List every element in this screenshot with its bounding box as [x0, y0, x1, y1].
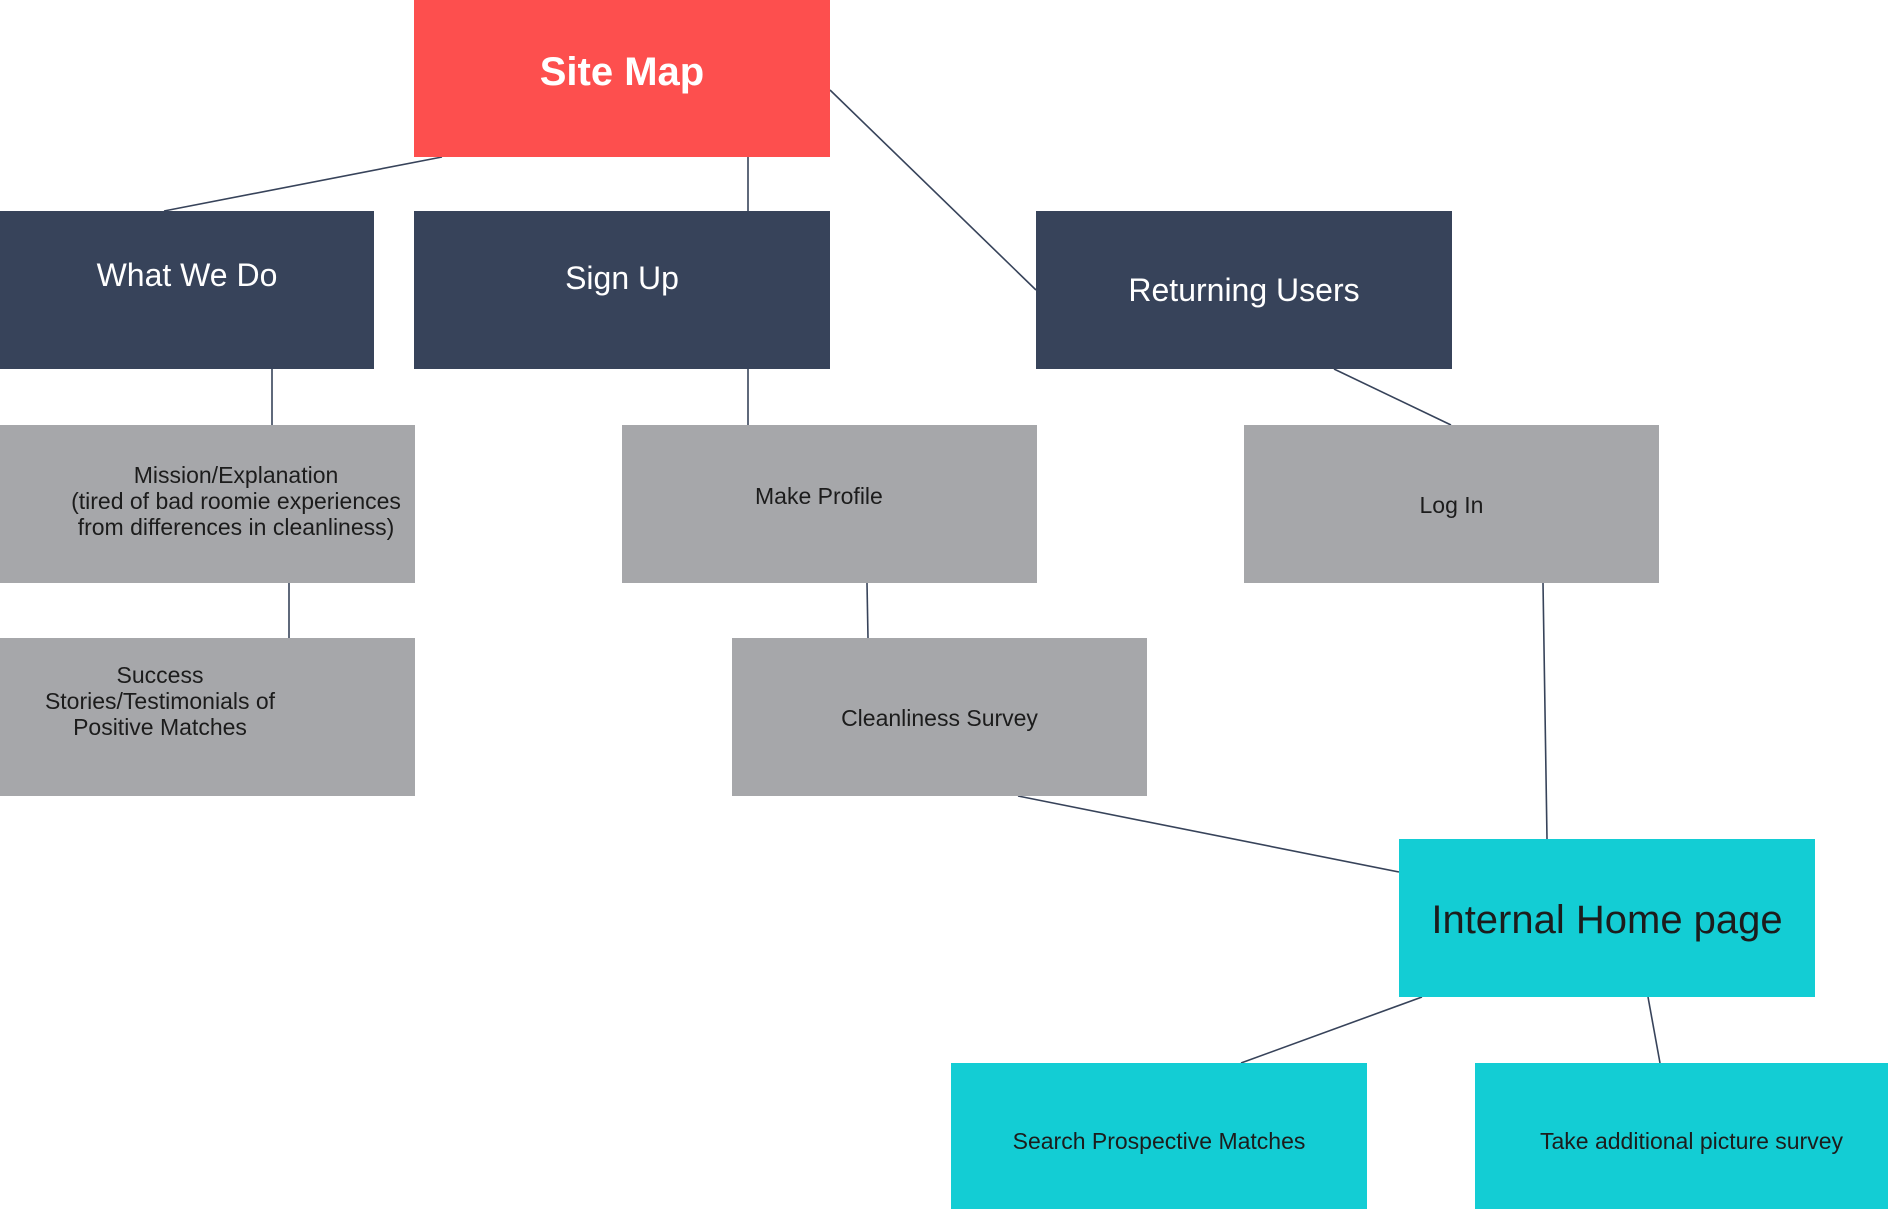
- sign-up-node: Sign Up: [414, 211, 830, 369]
- internal-home-page-node: Internal Home page: [1399, 839, 1815, 997]
- edge-root-what-we-do: [163, 156, 443, 212]
- node-label: Returning Users: [1128, 272, 1360, 308]
- node-label: Search Prospective Matches: [1012, 1128, 1306, 1154]
- picture-survey-node: Take additional picture survey: [1475, 1063, 1888, 1209]
- edge-cleanliness-survey-internal-home: [1017, 795, 1400, 873]
- node-label: Log In: [1419, 492, 1484, 518]
- edge-internal-home-search-matches: [1240, 996, 1423, 1064]
- edge-log-in-internal-home: [1542, 582, 1548, 840]
- edge-make-profile-cleanliness-survey: [866, 582, 869, 639]
- search-prospective-matches-node: Search Prospective Matches: [951, 1063, 1367, 1209]
- node-label: Success Stories/Testimonials of Positive…: [44, 662, 276, 740]
- node-label: Take additional picture survey: [1540, 1128, 1843, 1154]
- node-label: Make Profile: [755, 483, 883, 509]
- what-we-do-node: What We Do: [0, 211, 374, 369]
- edge-internal-home-picture-survey: [1647, 996, 1661, 1064]
- returning-users-node: Returning Users: [1036, 211, 1452, 369]
- node-label: Sign Up: [565, 260, 679, 296]
- node-label: Mission/Explanation (tired of bad roomie…: [71, 462, 401, 540]
- node-label: Internal Home page: [1431, 898, 1783, 942]
- node-label: Cleanliness Survey: [841, 705, 1038, 731]
- cleanliness-survey-node: Cleanliness Survey: [732, 638, 1147, 796]
- edge-returning-users-log-in: [1333, 368, 1452, 426]
- node-label: Site Map: [539, 50, 705, 94]
- success-stories-node: Success Stories/Testimonials of Positive…: [0, 638, 415, 796]
- make-profile-node: Make Profile: [622, 425, 1037, 583]
- site-map-root-node: Site Map: [414, 0, 830, 157]
- log-in-node: Log In: [1244, 425, 1659, 583]
- mission-explanation-node: Mission/Explanation (tired of bad roomie…: [0, 425, 415, 583]
- edge-root-returning-users: [829, 89, 1037, 291]
- node-label: What We Do: [96, 257, 278, 293]
